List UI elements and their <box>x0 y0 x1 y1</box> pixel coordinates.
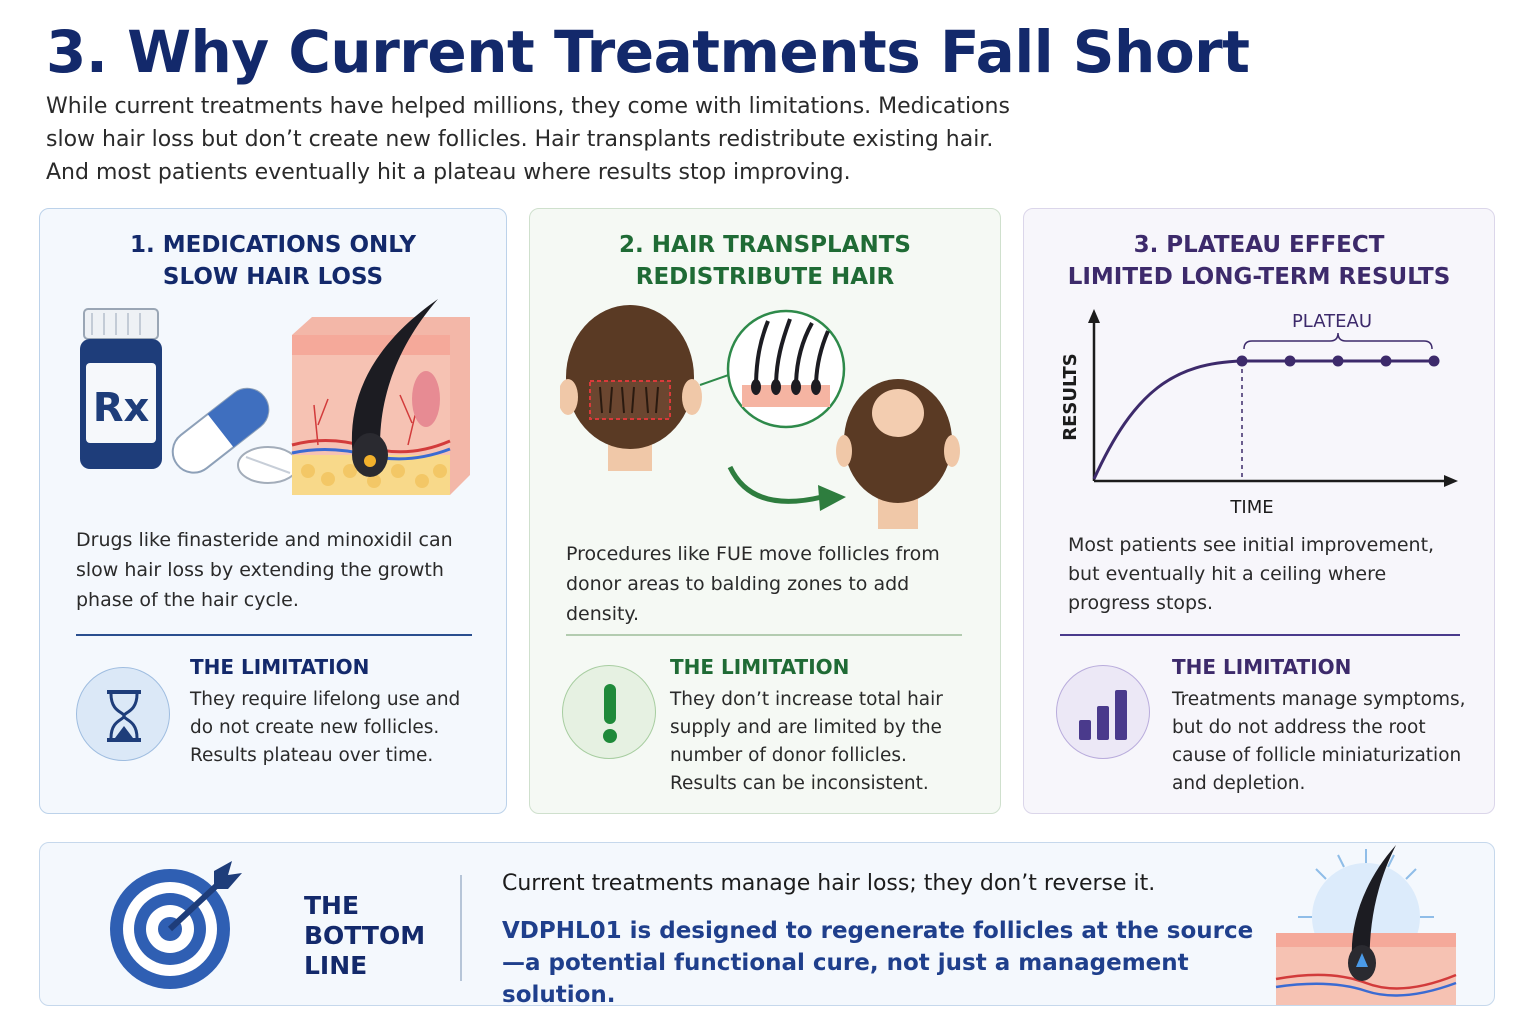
x-axis-label: TIME <box>1229 497 1273 518</box>
card-medications-divider <box>76 634 472 636</box>
bottom-line-statement: Current treatments manage hair loss; the… <box>502 871 1156 896</box>
card-plateau-divider <box>1060 634 1460 636</box>
bottom-line-highlight: VDPHL01 is designed to regenerate follic… <box>502 918 1254 1008</box>
card-plateau-title: 3. PLATEAU EFFECT LIMITED LONG-TERM RESU… <box>1067 232 1451 290</box>
plateau-diagram: RESULTS TIME PLATEAU <box>1060 309 1458 518</box>
card-medications-description: Drugs like finasteride and minoxidil can… <box>76 529 453 611</box>
card-medications: 1. MEDICATIONS ONLY SLOW HAIR LOSS Rx <box>39 208 507 814</box>
card-plateau: 3. PLATEAU EFFECT LIMITED LONG-TERM RESU… <box>1023 208 1495 814</box>
rx-label: Rx <box>93 385 150 431</box>
card-medications-title: 1. MEDICATIONS ONLY SLOW HAIR LOSS <box>129 232 417 290</box>
intro-paragraph: While current treatments have helped mil… <box>46 94 1010 185</box>
card-plateau-description: Most patients see initial improvement, b… <box>1068 534 1435 614</box>
bar-chart-icon <box>1056 665 1150 759</box>
plateau-brace <box>1243 332 1433 350</box>
target-icon <box>104 859 244 991</box>
card-transplants-limitation-heading: THE LIMITATION <box>670 655 850 679</box>
plateau-label: PLATEAU <box>1292 311 1372 332</box>
card-transplants-limitation-text: They don’t increase total hair supply an… <box>670 689 943 794</box>
bottom-line-heading: THE BOTTOM LINE <box>304 891 426 980</box>
bottom-line-banner: THE BOTTOM LINE Current treatments manag… <box>39 842 1495 1008</box>
results-curve <box>1092 359 1434 480</box>
card-transplants-divider <box>566 634 962 636</box>
card-transplants-description: Procedures like FUE move follicles from … <box>566 543 940 625</box>
card-transplants-title: 2. HAIR TRANSPLANTS REDISTRIBUTE HAIR <box>619 232 911 290</box>
transplant-illustration <box>560 305 960 529</box>
card-plateau-limitation-text: Treatments manage symptoms, but do not a… <box>1172 689 1466 794</box>
page-title: 3. Why Current Treatments Fall Short <box>46 18 1250 86</box>
card-plateau-limitation-heading: THE LIMITATION <box>1172 655 1352 679</box>
pill-bottle-illustration: Rx <box>80 308 299 484</box>
scalp-cross-section-illustration <box>291 299 470 495</box>
y-axis-label: RESULTS <box>1060 353 1081 440</box>
regenerating-follicle-illustration <box>1275 845 1457 1005</box>
bottom-line-separator <box>460 875 462 981</box>
exclamation-icon <box>562 665 656 759</box>
card-medications-limitation-heading: THE LIMITATION <box>190 655 370 679</box>
hourglass-icon <box>76 667 170 761</box>
card-medications-limitation-text: They require lifelong use and do not cre… <box>190 689 461 766</box>
card-transplants: 2. HAIR TRANSPLANTS REDISTRIBUTE HAIR Pr… <box>529 208 1001 814</box>
